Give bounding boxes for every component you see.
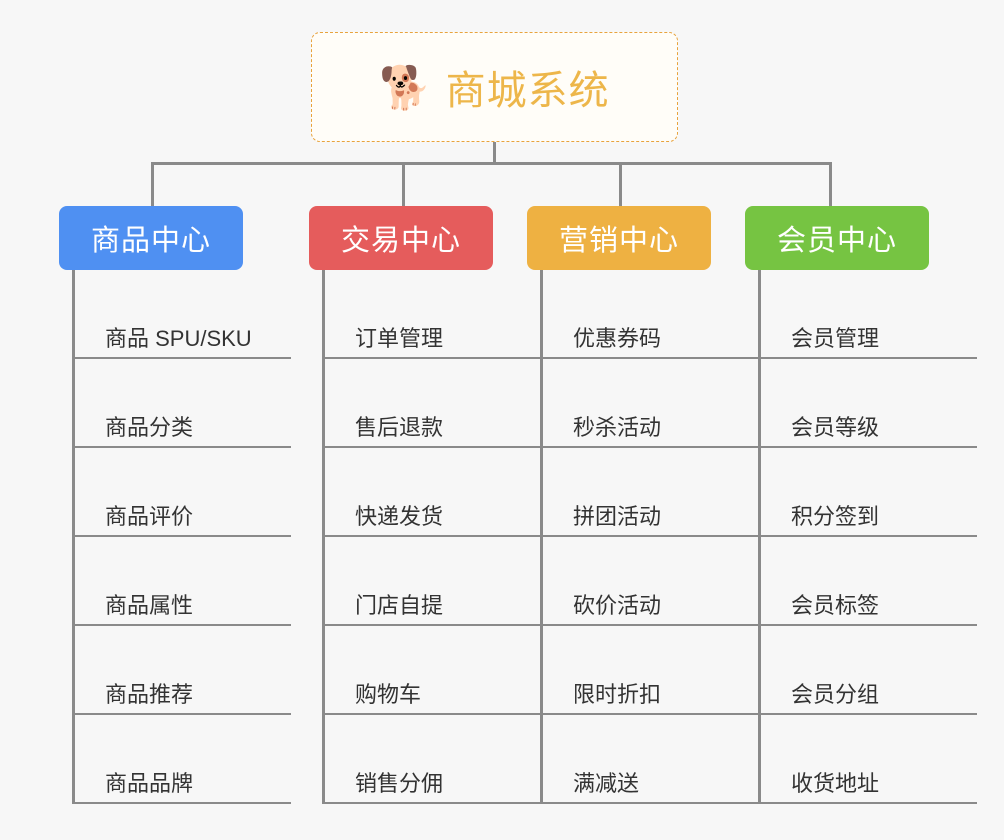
connector-root-stem xyxy=(493,142,496,164)
leaf-item[interactable]: 优惠券码 xyxy=(543,270,759,359)
leaf-item[interactable]: 商品 SPU/SKU xyxy=(75,270,291,359)
leaf-item-label: 销售分佣 xyxy=(325,771,541,804)
leaf-item-label: 购物车 xyxy=(325,682,541,715)
leaf-item[interactable]: 砍价活动 xyxy=(543,537,759,626)
category-title: 商品中心 xyxy=(90,225,211,257)
leaf-item-label: 商品评价 xyxy=(75,504,291,537)
leaf-item-label: 快递发货 xyxy=(325,504,541,537)
column-product-center: 商品中心商品 SPU/SKU 商品分类商品评价商品属性商品推荐商品品牌 xyxy=(59,206,291,804)
leaf-item-label: 积分签到 xyxy=(761,504,977,537)
leaf-item[interactable]: 门店自提 xyxy=(325,537,541,626)
root-node[interactable]: 🐕 商城系统 xyxy=(311,32,678,142)
category-title: 会员中心 xyxy=(776,225,897,257)
leaf-item[interactable]: 拼团活动 xyxy=(543,448,759,537)
leaf-item[interactable]: 商品分类 xyxy=(75,359,291,448)
category-header-product-center[interactable]: 商品中心 xyxy=(59,206,243,270)
connector-drop-marketing-center xyxy=(619,162,622,206)
connector-drop-product-center xyxy=(151,162,154,206)
column-member-center: 会员中心会员管理会员等级积分签到会员标签会员分组收货地址 xyxy=(745,206,977,804)
leaf-item[interactable]: 订单管理 xyxy=(325,270,541,359)
column-trade-center: 交易中心订单管理售后退款快递发货门店自提购物车销售分佣 xyxy=(309,206,541,804)
leaf-item[interactable]: 商品品牌 xyxy=(75,715,291,804)
leaf-item-label: 门店自提 xyxy=(325,593,541,626)
leaf-item[interactable]: 秒杀活动 xyxy=(543,359,759,448)
leaf-item[interactable]: 售后退款 xyxy=(325,359,541,448)
root-title: 商城系统 xyxy=(445,69,610,113)
leaf-item[interactable]: 购物车 xyxy=(325,626,541,715)
leaf-item-label: 商品 SPU/SKU xyxy=(75,326,291,359)
leaf-item-label: 会员等级 xyxy=(761,415,977,448)
leaf-item-label: 秒杀活动 xyxy=(543,415,759,448)
leaf-item-label: 会员标签 xyxy=(761,593,977,626)
leaf-item-label: 会员分组 xyxy=(761,682,977,715)
leaf-item-label: 商品推荐 xyxy=(75,682,291,715)
leaf-item[interactable]: 收货地址 xyxy=(761,715,977,804)
leaf-item[interactable]: 满减送 xyxy=(543,715,759,804)
leaf-item[interactable]: 商品属性 xyxy=(75,537,291,626)
leaf-item[interactable]: 积分签到 xyxy=(761,448,977,537)
category-title: 交易中心 xyxy=(340,225,461,257)
leaf-item[interactable]: 商品评价 xyxy=(75,448,291,537)
leaf-list-product-center: 商品 SPU/SKU 商品分类商品评价商品属性商品推荐商品品牌 xyxy=(72,270,291,804)
shiba-dog-face-icon: 🐕 xyxy=(379,63,432,112)
leaf-item-label: 订单管理 xyxy=(325,326,541,359)
leaf-item[interactable]: 会员分组 xyxy=(761,626,977,715)
category-title: 营销中心 xyxy=(558,225,679,257)
leaf-item[interactable]: 商品推荐 xyxy=(75,626,291,715)
leaf-item-label: 砍价活动 xyxy=(543,593,759,626)
leaf-item-label: 售后退款 xyxy=(325,415,541,448)
leaf-item-label: 满减送 xyxy=(543,771,759,804)
category-header-trade-center[interactable]: 交易中心 xyxy=(309,206,493,270)
connector-horizontal-bus xyxy=(151,162,831,165)
leaf-item-label: 优惠券码 xyxy=(543,326,759,359)
leaf-item[interactable]: 会员等级 xyxy=(761,359,977,448)
leaf-item[interactable]: 会员标签 xyxy=(761,537,977,626)
connector-drop-trade-center xyxy=(402,162,405,206)
leaf-item[interactable]: 会员管理 xyxy=(761,270,977,359)
leaf-item[interactable]: 快递发货 xyxy=(325,448,541,537)
leaf-item[interactable]: 限时折扣 xyxy=(543,626,759,715)
leaf-item-label: 限时折扣 xyxy=(543,682,759,715)
leaf-list-trade-center: 订单管理售后退款快递发货门店自提购物车销售分佣 xyxy=(322,270,541,804)
leaf-item-label: 商品分类 xyxy=(75,415,291,448)
leaf-item-label: 收货地址 xyxy=(761,771,977,804)
leaf-item-label: 会员管理 xyxy=(761,326,977,359)
leaf-list-marketing-center: 优惠券码秒杀活动拼团活动砍价活动限时折扣满减送 xyxy=(540,270,759,804)
category-header-member-center[interactable]: 会员中心 xyxy=(745,206,929,270)
leaf-item-label: 商品品牌 xyxy=(75,771,291,804)
category-header-marketing-center[interactable]: 营销中心 xyxy=(527,206,711,270)
leaf-item-label: 拼团活动 xyxy=(543,504,759,537)
column-marketing-center: 营销中心优惠券码秒杀活动拼团活动砍价活动限时折扣满减送 xyxy=(527,206,759,804)
leaf-list-member-center: 会员管理会员等级积分签到会员标签会员分组收货地址 xyxy=(758,270,977,804)
leaf-item[interactable]: 销售分佣 xyxy=(325,715,541,804)
leaf-item-label: 商品属性 xyxy=(75,593,291,626)
connector-drop-member-center xyxy=(829,162,832,206)
